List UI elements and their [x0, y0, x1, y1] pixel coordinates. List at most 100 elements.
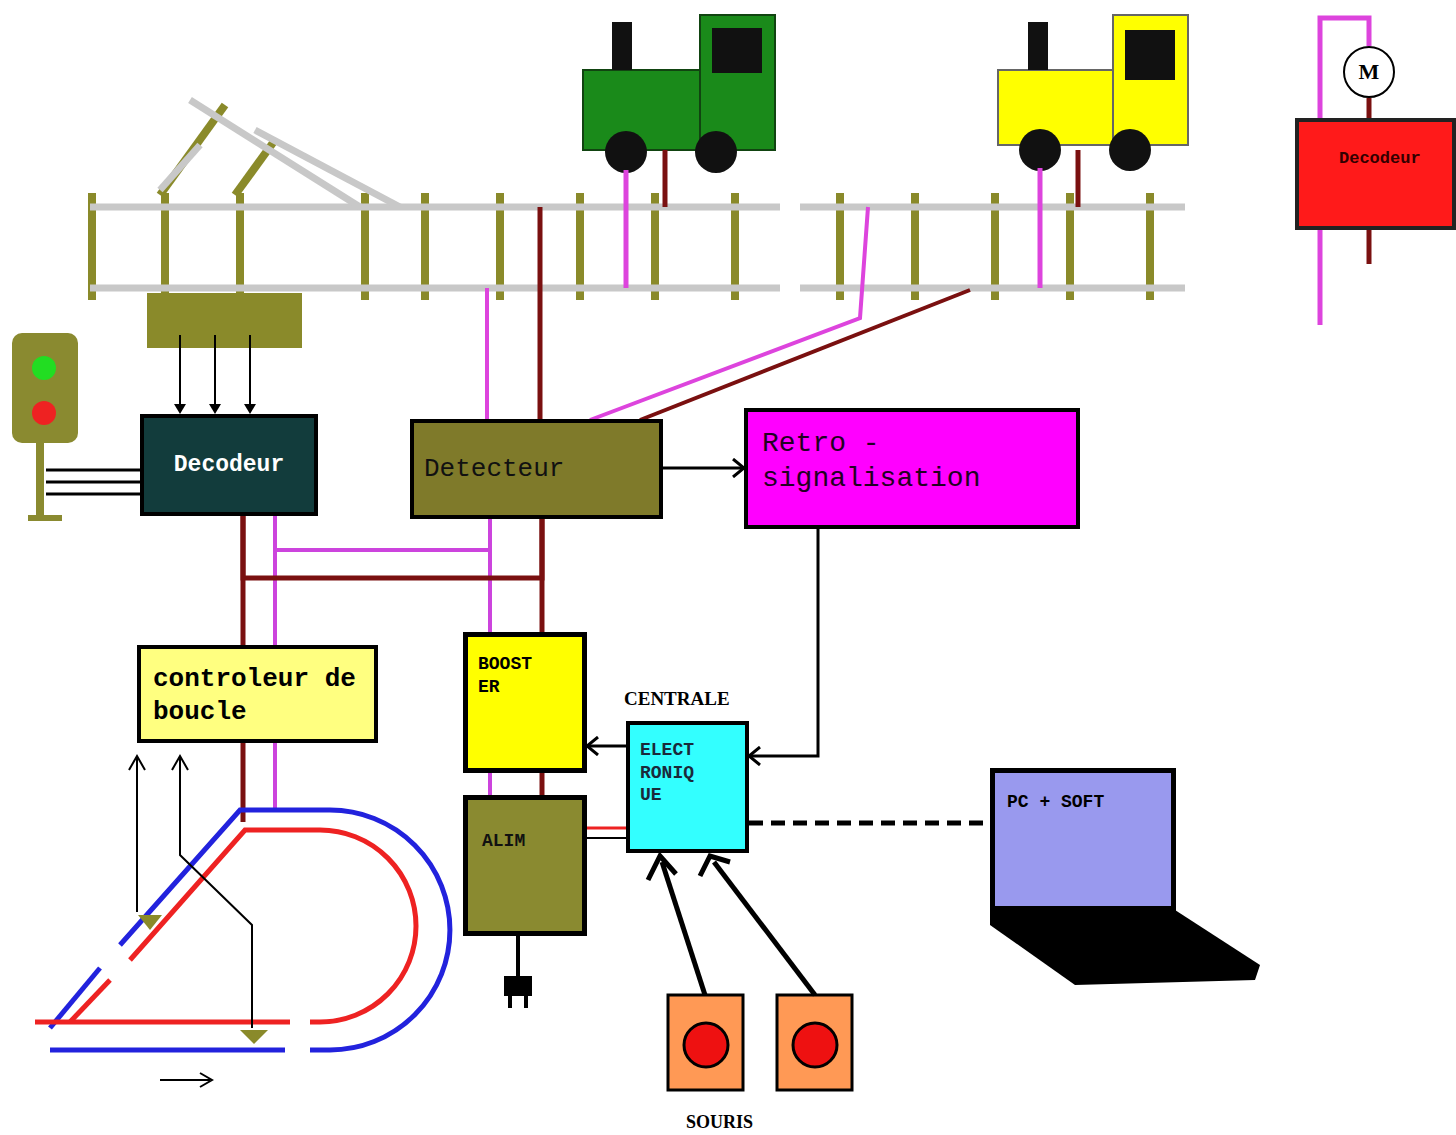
- illustration-part: [1367, 228, 1372, 264]
- illustration-part: [200, 1073, 212, 1087]
- connector: [749, 529, 818, 756]
- illustration-part: [587, 837, 626, 839]
- illustration-part: [648, 856, 815, 995]
- box-content: ALIM: [482, 830, 525, 853]
- illustration-part: [275, 548, 490, 552]
- illustration-part: [46, 493, 142, 496]
- illustration-part: [998, 70, 1116, 145]
- connector: [663, 467, 744, 470]
- connector: [1367, 98, 1372, 118]
- illustration-part: [1113, 15, 1188, 145]
- illustration-part: [700, 856, 730, 876]
- illustration-part: [190, 100, 360, 207]
- illustration-part: [174, 404, 186, 414]
- illustration-part: [160, 1079, 210, 1081]
- box-content: M: [1359, 58, 1380, 86]
- box-heading: CENTRALE: [624, 687, 730, 711]
- box-content: ELECT RONIQ UE: [640, 739, 700, 807]
- box-content: BOOST ER: [478, 653, 537, 698]
- illustration-part: [1019, 129, 1061, 171]
- accessory-decoder-box: Decodeur: [140, 414, 318, 516]
- illustration-part: [612, 22, 632, 70]
- illustration-part: [46, 470, 142, 494]
- illustration-part: [180, 758, 252, 1028]
- illustration-part: [147, 293, 302, 348]
- illustration-part: [485, 288, 489, 420]
- illustration-part: [583, 70, 703, 150]
- illustration-part: [1038, 168, 1043, 288]
- illustration-part: [255, 130, 400, 207]
- illustration-part: [538, 207, 543, 420]
- illustration-part: [800, 204, 1185, 211]
- illustration-part: [1076, 150, 1081, 207]
- illustration-part: [35, 810, 450, 1050]
- illustration-part: [172, 756, 188, 770]
- illustration-part: [695, 131, 737, 173]
- illustration-part: [174, 404, 256, 414]
- illustration-part: [1125, 30, 1175, 80]
- connector: [241, 516, 246, 645]
- connector: [540, 773, 545, 795]
- illustration-part: [273, 742, 277, 812]
- illustration-part: [209, 404, 221, 414]
- box-label: M: [1359, 58, 1380, 86]
- illustration-part: [214, 335, 216, 408]
- motor-circle: M: [1343, 46, 1395, 98]
- illustration-part: [50, 1048, 285, 1053]
- illustration-part: [240, 1030, 268, 1044]
- box-content: Decodeur: [174, 451, 284, 480]
- illustration-part: [130, 830, 416, 1022]
- illustration-part: [129, 756, 145, 770]
- box-label: Retro -signalisation: [762, 426, 1012, 496]
- illustration-part: [684, 1023, 728, 1067]
- box-label: controleur de boucle: [153, 663, 366, 728]
- illustration-part: [714, 862, 815, 995]
- illustration-part: [668, 995, 743, 1090]
- illustration-part: [12, 333, 78, 443]
- illustration-part: [524, 996, 528, 1008]
- illustration-part: [28, 515, 62, 521]
- box-label: Detecteur: [424, 453, 564, 486]
- illustration-part: [662, 862, 705, 995]
- illustration-part: [700, 15, 775, 150]
- box-label: PC + SOFT: [1007, 791, 1104, 814]
- box-label: Decodeur: [1339, 148, 1421, 169]
- illustration-part: [36, 443, 44, 515]
- illustration-part: [136, 758, 138, 912]
- illustration-part: [663, 150, 668, 207]
- illustration-part: [90, 285, 780, 292]
- illustration-part: [624, 170, 629, 288]
- illustration-part: [249, 335, 251, 408]
- illustration-part: [640, 290, 970, 420]
- illustration-part: [120, 810, 450, 1050]
- illustration-part: [516, 935, 520, 978]
- illustration-part: [90, 204, 780, 211]
- illustration-part: [712, 28, 762, 73]
- illustration-part: [1109, 129, 1151, 171]
- motor-decoder-box: Decodeur: [1295, 118, 1456, 230]
- booster-box: BOOST ER: [463, 632, 587, 773]
- box-label: ELECT RONIQ UE: [640, 739, 700, 807]
- feedback-box: Retro -signalisation: [744, 408, 1080, 529]
- illustration-part: [605, 131, 647, 173]
- illustration-part: [32, 401, 56, 425]
- illustration-part: [508, 996, 512, 1008]
- illustration-part: [648, 856, 676, 880]
- illustration-part: [32, 356, 56, 380]
- illustration-part: [793, 1023, 837, 1067]
- power-supply-box: ALIM: [463, 795, 587, 936]
- box-label: Decodeur: [174, 451, 284, 480]
- illustration-part: [590, 207, 868, 420]
- illustration-part: [1028, 22, 1048, 70]
- box-label: BOOST ER: [478, 653, 537, 698]
- mouse-label: SOURIS: [686, 1112, 753, 1133]
- connector: [587, 745, 626, 748]
- illustration-part: [504, 976, 532, 996]
- illustration-part: [990, 910, 1260, 985]
- illustration-part: [70, 980, 110, 1022]
- box-content: controleur de boucle: [153, 663, 366, 728]
- connector: [587, 827, 626, 830]
- illustration-part: [800, 285, 1185, 292]
